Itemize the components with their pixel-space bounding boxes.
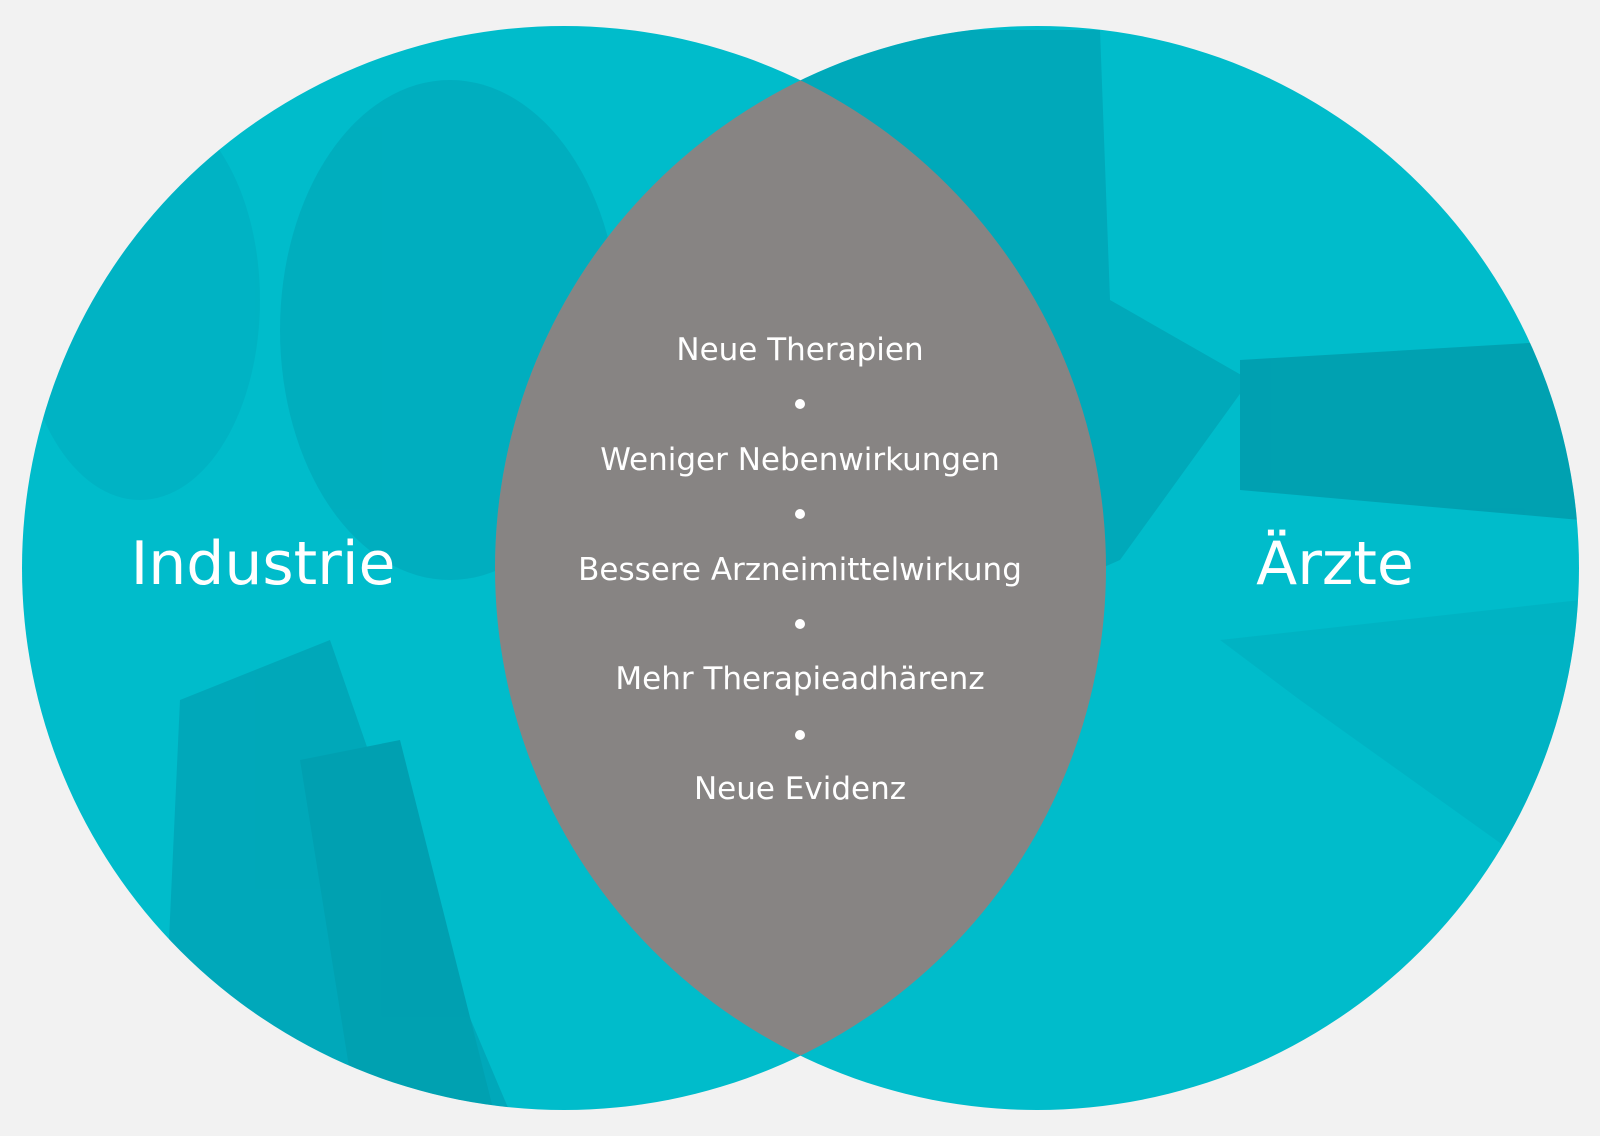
intersection-item: Neue Therapien	[676, 332, 923, 368]
intersection-item: Bessere Arzneimittelwirkung	[578, 552, 1022, 588]
bullet-dot	[795, 509, 805, 519]
intersection-item: Weniger Nebenwirkungen	[600, 442, 1000, 478]
bullet-dot	[795, 399, 805, 409]
intersection	[495, 26, 1106, 1110]
intersection-item: Mehr Therapieadhärenz	[615, 661, 984, 697]
bullet-dot	[795, 619, 805, 629]
intersection-item: Neue Evidenz	[694, 771, 906, 807]
left-circle-label: Industrie	[131, 529, 396, 599]
right-circle-label: Ärzte	[1256, 528, 1414, 599]
bullet-dot	[795, 730, 805, 740]
